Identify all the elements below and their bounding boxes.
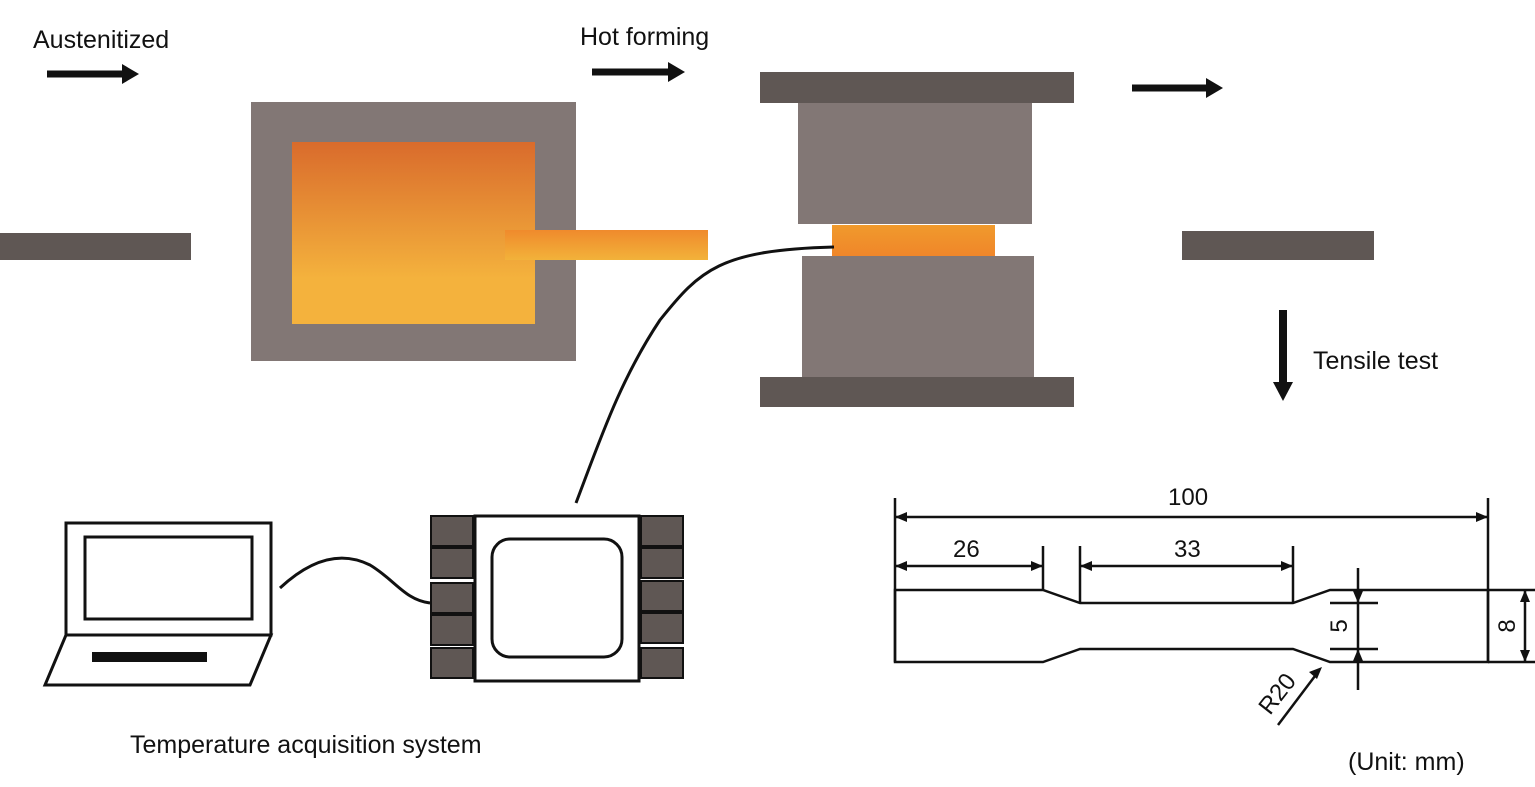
die-lower-block <box>802 256 1034 378</box>
specimen-outline <box>893 588 1490 664</box>
steel-sheet-formed <box>1182 231 1374 260</box>
die-top-plate <box>760 72 1074 103</box>
thermocouple-wire <box>574 245 835 504</box>
leader-line-fillet-radius <box>1277 671 1319 726</box>
die-upper-block <box>798 103 1032 224</box>
label-unit: (Unit: mm) <box>1348 748 1465 776</box>
forming-die <box>760 72 1074 407</box>
laptop-icon <box>42 521 274 687</box>
furnace-heating-chamber <box>292 142 535 324</box>
dimension-arrowheads <box>895 512 1530 679</box>
tensile-specimen-drawing <box>893 498 1535 726</box>
right-arrow-icon <box>47 64 139 84</box>
dimension-total-length: 100 <box>1168 484 1208 511</box>
label-tensile-test: Tensile test <box>1313 347 1438 375</box>
dimension-fillet-radius: R20 <box>1253 668 1301 719</box>
label-temperature-acquisition-system: Temperature acquisition system <box>130 731 482 759</box>
dimension-gauge-width: 5 <box>1326 619 1353 632</box>
data-logger-icon <box>430 514 684 683</box>
die-bottom-plate <box>760 377 1074 407</box>
dimension-gauge-length: 33 <box>1174 536 1201 563</box>
sheet-in-die <box>832 225 995 256</box>
dimension-grip-length: 26 <box>953 536 980 563</box>
right-arrow-icon <box>592 62 685 82</box>
dimension-grip-width: 8 <box>1494 619 1521 632</box>
label-austenitized: Austenitized <box>33 26 169 54</box>
heated-sheet <box>505 230 708 260</box>
label-hot-forming: Hot forming <box>580 23 709 51</box>
steel-sheet-initial <box>0 233 191 260</box>
down-arrow-icon <box>1273 310 1293 401</box>
data-cable <box>278 556 431 605</box>
right-arrow-icon <box>1132 78 1223 98</box>
